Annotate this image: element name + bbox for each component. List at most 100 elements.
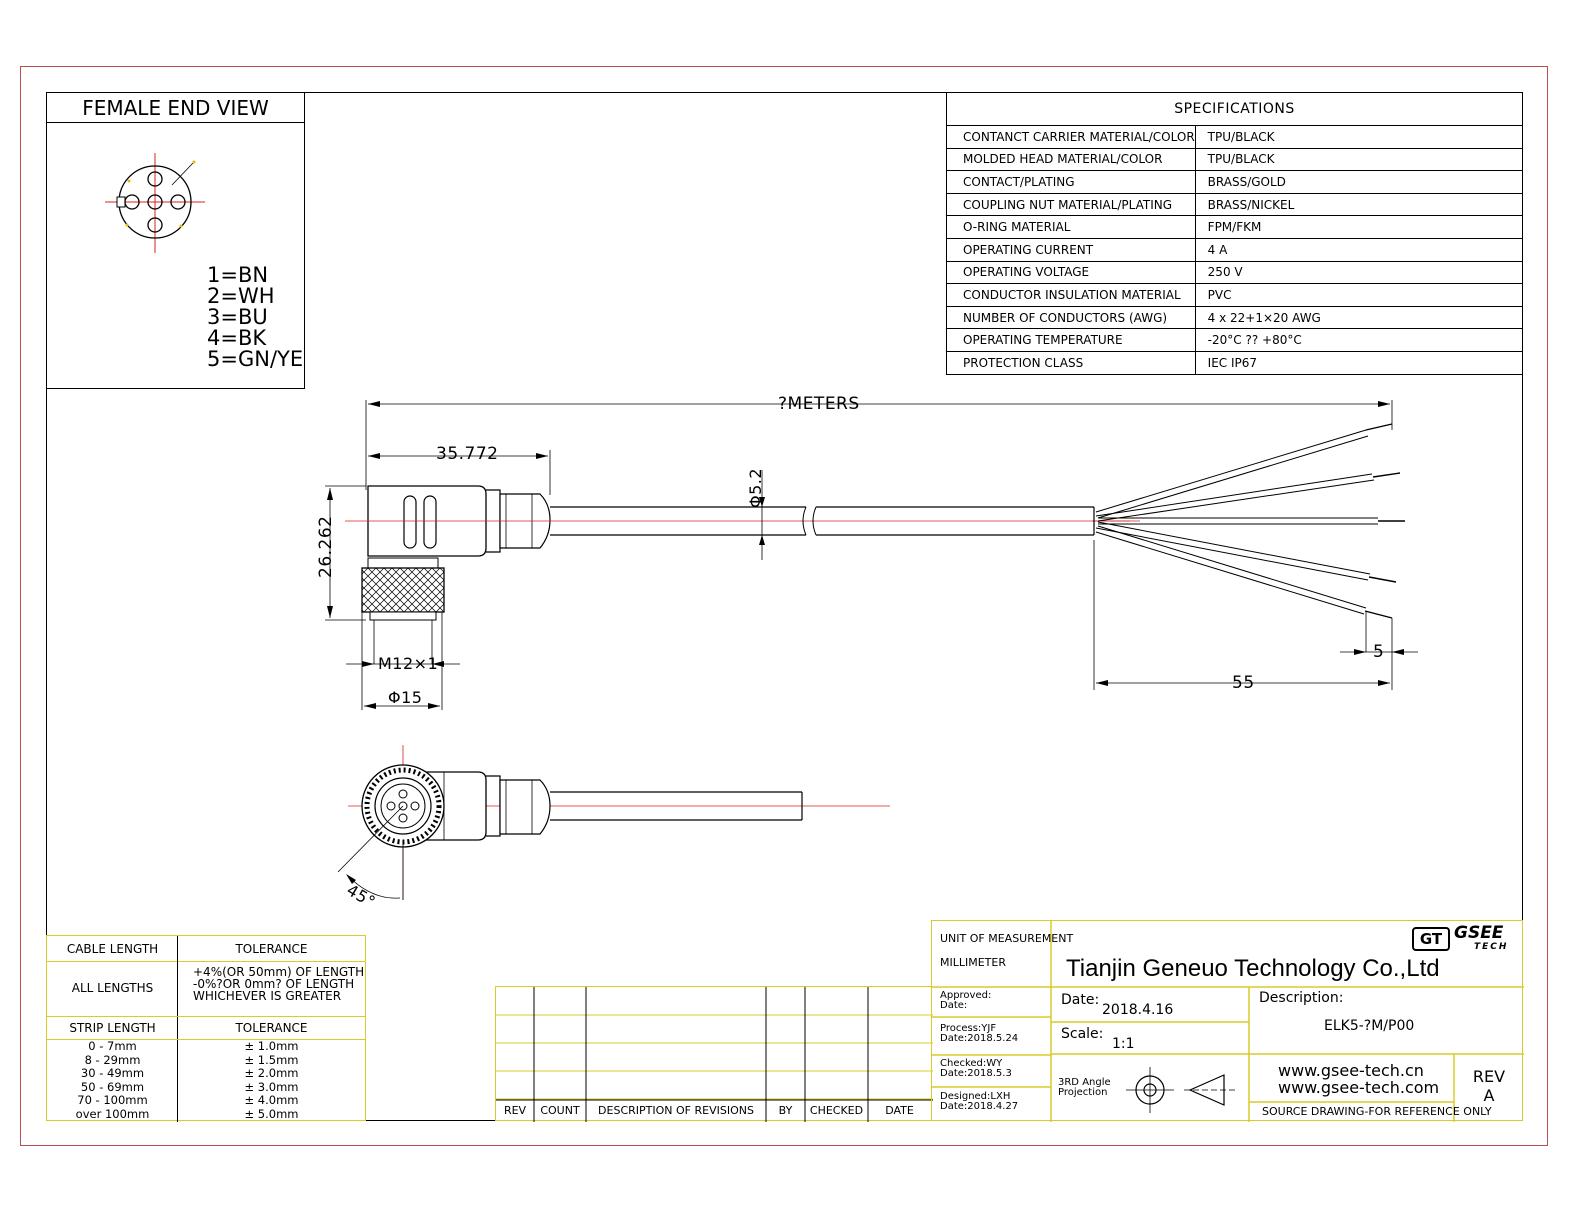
strip-tolerance: ± 1.5mm <box>244 1052 299 1067</box>
strip-range: 30 - 49mm <box>80 1066 145 1080</box>
projection-line: Projection <box>1058 1087 1108 1098</box>
strip-row: 50 - 69mm ± 3.0mm <box>47 1079 365 1096</box>
strip-tolerance: ± 5.0mm <box>244 1106 299 1121</box>
source-drawing-note: SOURCE DRAWING-FOR REFERENCE ONLY <box>1262 1105 1492 1118</box>
strip-row: 8 - 29mm± 1.5mm <box>47 1052 365 1069</box>
strip-range: over 100mm <box>75 1106 150 1121</box>
strip-tolerance: ± 4.0mm <box>244 1093 299 1107</box>
specifications-title: SPECIFICATIONS <box>1174 101 1295 117</box>
head-height-label: 26.262 <box>316 515 336 578</box>
spec-label: CONTANCT CARRIER MATERIAL/COLOR <box>947 125 1196 149</box>
designed-date-label: Date:2018.4.27 <box>940 1101 1019 1112</box>
fanout-length-label: 55 <box>1232 673 1255 693</box>
by-column-header: BY <box>778 1104 793 1117</box>
cable-length-header: CABLE LENGTH <box>66 942 159 956</box>
checked-label: Checked:WY <box>940 1058 1003 1069</box>
strip-row: 30 - 49mm ± 2.0mm <box>47 1066 365 1082</box>
drawing-outer-border <box>20 66 1548 1146</box>
gsee-logo: GT GSEE TECH <box>1412 925 1516 955</box>
title-block: UNIT OF MEASUREMENT MILLIMETER Tianjin G… <box>931 920 1524 1122</box>
website-cn-link[interactable]: www.gsee-tech.cn <box>1278 1061 1424 1080</box>
scale-label: Scale: <box>1061 1026 1104 1042</box>
approved-date-label: Date: <box>940 1000 968 1011</box>
spec-label: OPERATING VOLTAGE <box>947 260 1196 284</box>
strip-tolerance: ± 1.0mm <box>244 1039 299 1053</box>
spec-label: OPERATING TEMPERATURE <box>947 328 1196 352</box>
spec-value: -20°C ?? +80°C <box>1194 328 1522 352</box>
count-column-header: COUNT <box>540 1104 580 1117</box>
spec-label: OPERATING CURRENT <box>947 237 1196 262</box>
designed-label: Designed:LXH <box>940 1091 1011 1102</box>
rev-column-header: REV <box>503 1104 527 1117</box>
strip-length-label: 5 <box>1373 642 1385 662</box>
all-lengths-tolerance: +4%(OR 50mm) OF LENGTH -0%?OR 0mm? OF LE… <box>193 966 364 1002</box>
process-date-label: Date:2018.5.24 <box>940 1033 1019 1044</box>
strip-range: 0 - 7mm <box>88 1039 137 1053</box>
thread-label: M12×1 <box>378 654 439 673</box>
nut-diameter-label: Φ15 <box>388 688 423 707</box>
pin-legend-item: 1=BN <box>207 263 269 287</box>
approved-label: Approved: <box>940 990 992 1001</box>
gsee-logo-text: GSEE <box>1454 923 1504 943</box>
strip-tolerance: ± 2.0mm <box>244 1066 299 1080</box>
cable-assembly-drawing <box>325 400 1418 900</box>
spec-value: BRASS/GOLD <box>1194 170 1522 194</box>
tolerance-line: WHICHEVER IS GREATER <box>193 989 342 1003</box>
description-value: ELK5-?M/P00 <box>1324 1018 1415 1034</box>
designed-field: Designed:LXH Date:2018.4.27 <box>940 1092 1018 1112</box>
date-label: Date: <box>1061 992 1100 1008</box>
spec-value: 4 A <box>1194 237 1522 262</box>
strip-row: 70 - 100mm± 4.0mm <box>47 1093 365 1109</box>
company-name: Tianjin Geneuo Technology Co.,Ltd <box>1066 955 1440 982</box>
description-column-header: DESCRIPTION OF REVISIONS <box>598 1104 754 1117</box>
strip-row: 0 - 7mm ± 1.0mm <box>47 1039 365 1055</box>
female-pin-layout-icon <box>105 153 205 253</box>
description-label: Description: <box>1259 990 1344 1006</box>
strip-tolerance-header: TOLERANCE <box>235 1021 308 1035</box>
strip-tolerance: ± 3.0mm <box>244 1079 299 1094</box>
spec-label: MOLDED HEAD MATERIAL/COLOR <box>947 147 1196 171</box>
spec-row: NUMBER OF CONDUCTORS (AWG)4 x 22+1×20 AW… <box>947 305 1522 329</box>
spec-value: PVC <box>1194 283 1522 307</box>
unit-value: MILLIMETER <box>940 956 1006 969</box>
tolerance-line: +4%(OR 50mm) OF LENGTH <box>193 965 365 979</box>
approved-field: Approved: Date: <box>940 991 991 1011</box>
tolerance-panel: CABLE LENGTH TOLERANCE ALL LENGTHS +4%(O… <box>46 935 366 1122</box>
strip-length-header: STRIP LENGTH <box>69 1021 156 1035</box>
spec-label: O-RING MATERIAL <box>947 215 1196 239</box>
cable-diameter-label: Φ5.2 <box>746 467 765 508</box>
rev-label: REV <box>1472 1067 1506 1086</box>
checked-date-label: Date:2018.5.3 <box>940 1068 1012 1079</box>
gsee-logo-mark: GT <box>1412 927 1450 951</box>
spec-value: TPU/BLACK <box>1194 125 1522 149</box>
tolerance-header: TOLERANCE <box>235 942 308 956</box>
strip-range: 50 - 69mm <box>80 1079 145 1094</box>
spec-value: FPM/FKM <box>1194 215 1522 239</box>
spec-value: BRASS/NICKEL <box>1194 192 1522 216</box>
spec-label: PROTECTION CLASS <box>947 350 1196 374</box>
pin-legend-item: 4=BK <box>207 326 267 350</box>
projection-label: 3RD Angle Projection <box>1058 1078 1111 1098</box>
female-end-view-title: FEMALE END VIEW <box>47 93 304 123</box>
female-end-view-panel: FEMALE END VIEW 1=BN 2=WH 3=BU 4=BK 5=GN… <box>46 92 305 389</box>
scale-value: 1:1 <box>1112 1036 1135 1052</box>
spec-label: COUPLING NUT MATERIAL/PLATING <box>947 192 1196 216</box>
third-angle-projection-icon <box>1126 1067 1236 1113</box>
revisions-table: REV COUNT DESCRIPTION OF REVISIONS BY CH… <box>495 986 933 1122</box>
website-com-link[interactable]: www.gsee-tech.com <box>1278 1078 1440 1097</box>
checked-column-header: CHECKED <box>809 1104 864 1117</box>
spec-value: IEC IP67 <box>1194 350 1522 374</box>
spec-value: 250 V <box>1194 260 1522 284</box>
pin-legend-item: 3=BU <box>207 305 268 329</box>
process-label: Process:YJF <box>940 1023 997 1034</box>
